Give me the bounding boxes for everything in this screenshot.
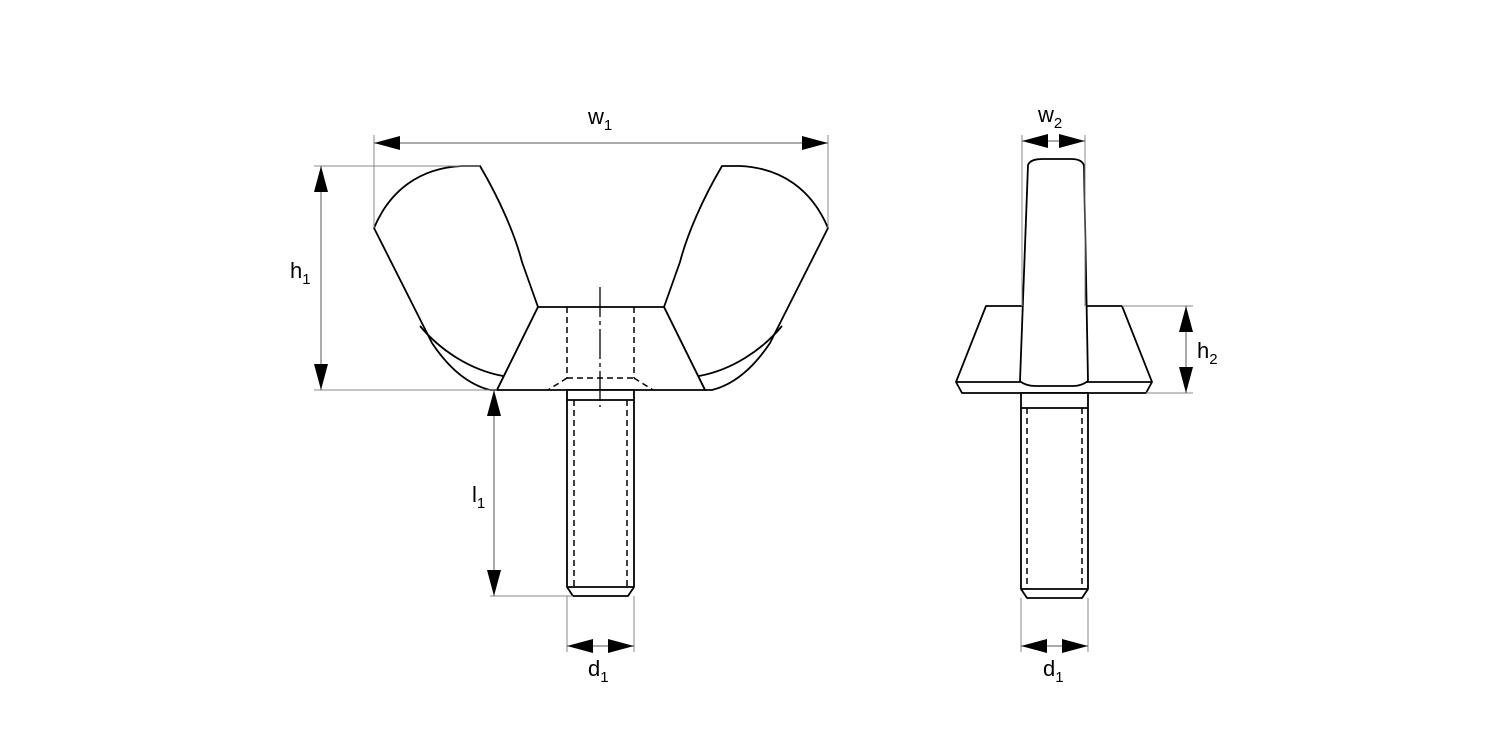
right-wing-inner-curve [698,325,783,377]
shank-hidden-thread [573,400,628,587]
side-view: w2 h2 d1 [955,102,1218,686]
label-h1: h1 [290,258,311,288]
label-w2: w2 [1037,102,1062,132]
dimension-l1: l1 [472,390,573,597]
left-wing-inner-curve [419,325,504,377]
dimension-h1: h1 [290,165,497,391]
dimension-h2: h2 [1122,305,1218,394]
label-d1-side: d1 [1043,656,1064,686]
dimension-d1-side: d1 [1020,598,1089,686]
dimension-w1: w1 [373,104,829,228]
dimension-w2: w2 [1021,102,1086,306]
label-d1-front: d1 [588,656,609,686]
thread-shank [566,389,635,597]
label-l1: l1 [472,482,485,512]
front-view: w1 h1 l1 d1 [290,104,829,686]
label-w1: w1 [587,104,612,134]
left-wing [373,165,539,391]
side-shank-hidden-thread [1026,408,1083,589]
side-wing-blade [1019,158,1089,387]
right-wing [663,165,829,391]
hub [496,306,706,391]
side-thread-shank [1020,392,1089,599]
label-h2: h2 [1197,338,1218,368]
dimension-d1-front: d1 [566,596,635,686]
